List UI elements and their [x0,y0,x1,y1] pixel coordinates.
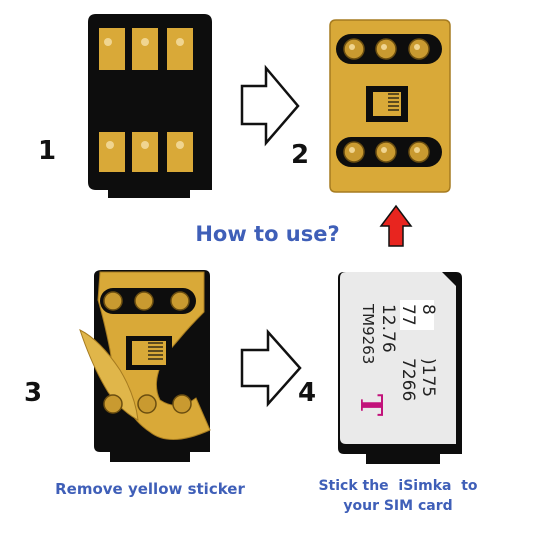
step-number-2: 2 [291,140,310,170]
t-logo-icon: T [353,391,388,419]
step-3-caption: Remove yellow sticker [55,480,245,498]
step-number-4: 4 [298,378,317,408]
sim-line-2: 77 7266 [398,304,418,402]
step-4-caption-line-2: your SIM card [343,498,453,514]
step-4-caption: Stick the iSimka to your SIM card [308,476,488,516]
step-4-caption-line-1: Stick the iSimka to [318,478,478,494]
t-logo-letter: T [353,393,388,417]
sim-line-1: 8 )175 [418,304,438,398]
sim-card-text: 8 )175 77 7266 12.76 TM9263 T [340,272,456,444]
page-title: How to use? [195,222,340,246]
step-number-1: 1 [38,136,57,166]
step-number-3: 3 [24,378,43,408]
